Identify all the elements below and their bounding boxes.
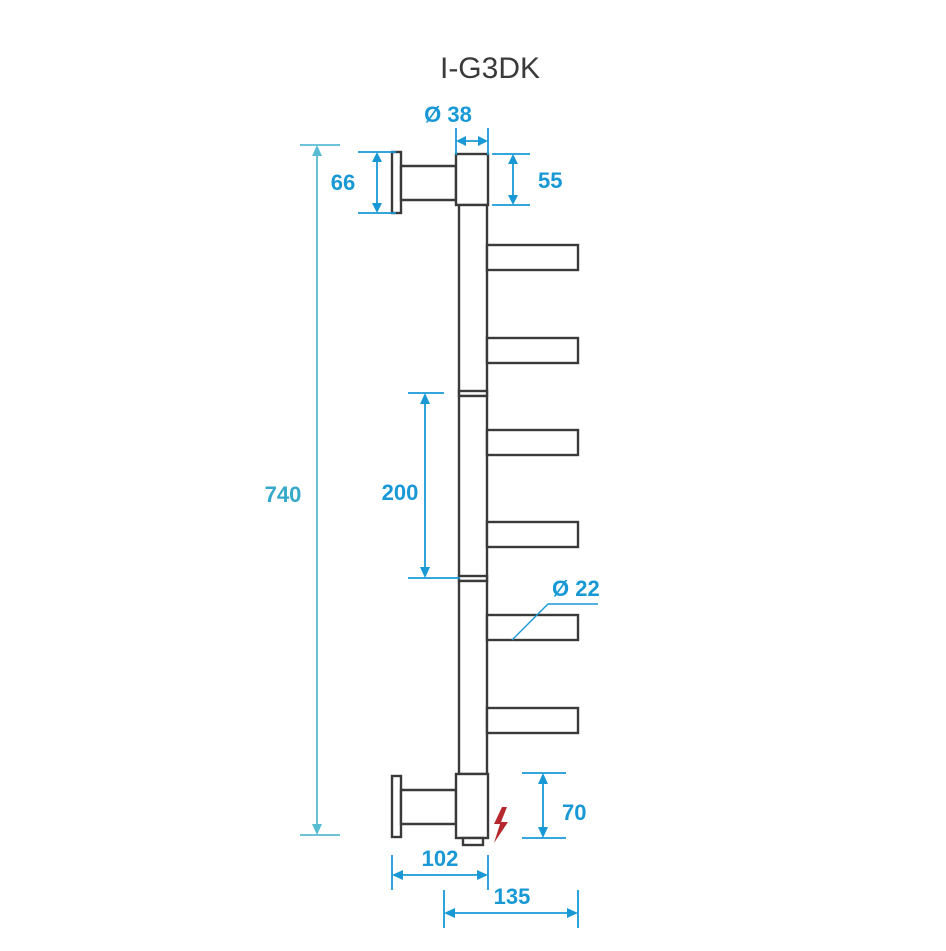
column-segment-bottom [457, 579, 489, 776]
top-bracket-neck [399, 164, 458, 202]
dimension-label-dia38: Ø 38 [424, 102, 472, 127]
drawing-title: I-G3DK [440, 52, 540, 85]
dimension-label-55: 55 [538, 168, 562, 193]
column-segment-top [457, 203, 489, 395]
part-geometry [390, 150, 580, 847]
dimension-66: 66 [331, 151, 396, 214]
dimension-135: 135 [443, 884, 579, 928]
dimension-label-200: 200 [382, 480, 419, 505]
cable-outlet-nub [461, 836, 485, 847]
bottom-connection-block [454, 772, 490, 840]
dimension-label-135: 135 [494, 884, 531, 909]
dimension-label-102: 102 [422, 846, 459, 871]
rung-2 [485, 336, 580, 365]
dimension-label-dia22: Ø 22 [552, 576, 600, 601]
rung-4 [485, 520, 580, 549]
lightning-bolt-icon [494, 807, 508, 843]
bottom-bracket-neck [399, 788, 458, 826]
dimension-label-70: 70 [562, 800, 586, 825]
top-connection-block [454, 152, 490, 207]
top-wall-flange [390, 150, 403, 215]
rung-1 [485, 243, 580, 272]
dimension-label-66: 66 [331, 170, 355, 195]
dimension-740: 740 [265, 144, 340, 836]
column-segment-middle [457, 394, 489, 580]
dimension-102: 102 [391, 846, 489, 890]
dimension-200: 200 [382, 392, 460, 579]
dimension-dia22: Ø 22 [511, 576, 600, 641]
dimension-55: 55 [492, 153, 562, 206]
rung-3 [485, 428, 580, 457]
bottom-wall-flange [390, 774, 403, 839]
rung-6 [485, 706, 580, 735]
dimension-70: 70 [522, 772, 586, 839]
dimension-label-740: 740 [265, 482, 302, 507]
dimension-dia38: Ø 38 [424, 102, 489, 155]
